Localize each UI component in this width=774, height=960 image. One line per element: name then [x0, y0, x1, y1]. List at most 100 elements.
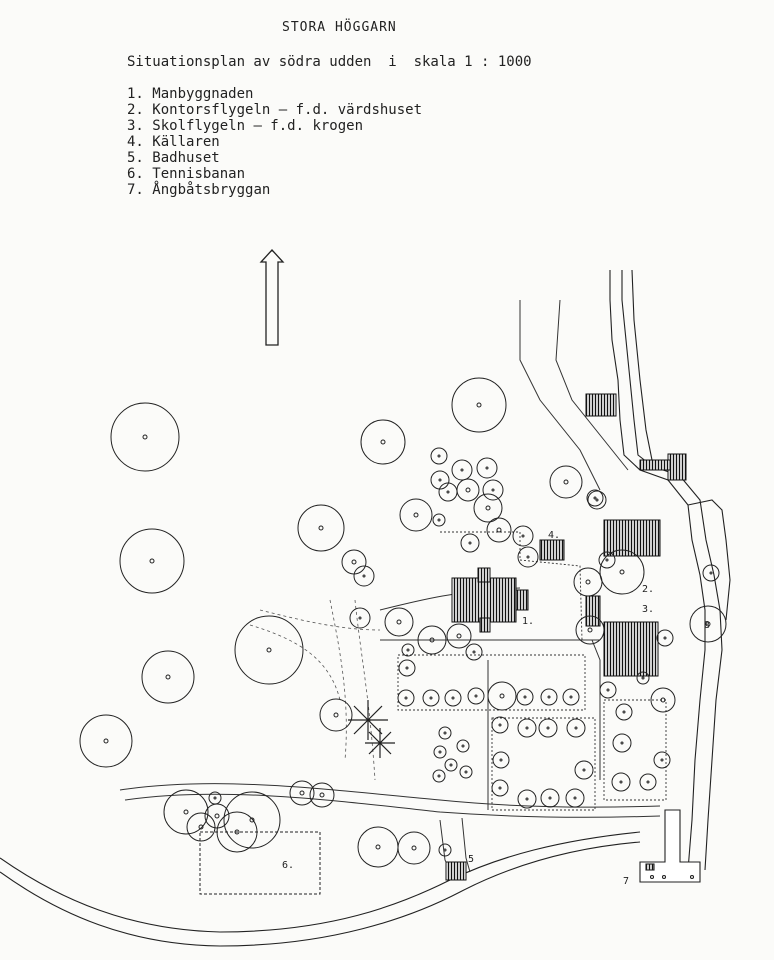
shoreline [609, 269, 731, 881]
tree [517, 546, 539, 568]
tree-trunk [438, 478, 442, 482]
tree [417, 625, 447, 655]
tree-trunk [149, 558, 155, 564]
tree [565, 788, 585, 808]
tree-trunk [663, 636, 667, 640]
tree-trunk [362, 574, 366, 578]
tree-trunk [476, 402, 482, 408]
tree-trunk [496, 527, 502, 533]
tree-trunk [333, 712, 339, 718]
tree [702, 564, 720, 582]
tree [612, 733, 632, 753]
tree [487, 681, 517, 711]
tree [639, 773, 657, 791]
tree [491, 716, 509, 734]
tree [341, 549, 367, 575]
tree-trunk [413, 512, 419, 518]
tree [598, 551, 616, 569]
legend-item: 7. Ångbåtsbryggan [127, 182, 271, 198]
tree [486, 517, 512, 543]
tree [451, 459, 473, 481]
tree [540, 688, 558, 706]
steamboat-jetty [639, 809, 701, 883]
tree-trunk [234, 829, 240, 835]
tree [636, 671, 650, 685]
tree-trunk [563, 479, 569, 485]
tree-trunk [456, 633, 462, 639]
tree [599, 681, 617, 699]
tree [492, 751, 510, 769]
tree [438, 726, 452, 740]
tree [186, 812, 216, 842]
tree-trunk [646, 780, 650, 784]
tree [401, 643, 415, 657]
tree [599, 549, 645, 595]
tree-trunk [465, 487, 471, 493]
tree-trunk [546, 726, 550, 730]
tree [438, 843, 452, 857]
legend-item: 6. Tennisbanan [127, 166, 246, 182]
tree [562, 688, 580, 706]
tree-trunk [198, 824, 204, 830]
plan-subtitle: Situationsplan av södra udden i skala 1 … [127, 54, 532, 70]
label-jetty: 7 [623, 876, 629, 887]
tree-trunk [498, 723, 502, 727]
tree [656, 629, 674, 647]
tree [397, 831, 431, 865]
tree-trunk [299, 790, 305, 796]
tree-trunk [620, 741, 624, 745]
tree-trunk [443, 848, 447, 852]
tree [79, 714, 133, 768]
tree-trunk [405, 666, 409, 670]
tree-trunk [443, 731, 447, 735]
tree-trunk [606, 688, 610, 692]
tree [444, 758, 458, 772]
tree [574, 760, 594, 780]
tree-trunk [460, 468, 464, 472]
conifer-trees [348, 700, 395, 758]
tree-trunk [358, 616, 362, 620]
tree [615, 703, 633, 721]
tree [433, 745, 447, 759]
label-tennis-court: 6. [282, 860, 294, 871]
tree-trunk [619, 569, 625, 575]
tree-trunk [468, 541, 472, 545]
tree-trunk [411, 845, 417, 851]
paths [119, 299, 661, 881]
tree [309, 782, 335, 808]
tree-trunk [449, 763, 453, 767]
tree [517, 718, 537, 738]
tree-trunk [214, 813, 220, 819]
tree-trunk [485, 505, 491, 511]
small-shed [585, 393, 687, 627]
tree [398, 659, 416, 677]
tree-trunk [595, 498, 599, 502]
cellar [539, 539, 565, 561]
tree [460, 533, 480, 553]
tree-trunk [472, 650, 476, 654]
tree [349, 607, 371, 629]
tree [399, 498, 433, 532]
legend-list: 1. Manbyggnaden 2. Kontorsflygeln – f.d.… [127, 86, 422, 198]
tree [141, 650, 195, 704]
tree-trunk [521, 534, 525, 538]
tree-trunk [474, 694, 478, 698]
tree-trunk [396, 619, 402, 625]
tree-trunk [446, 490, 450, 494]
tree [430, 447, 448, 465]
tree [491, 779, 509, 797]
tree [465, 643, 483, 661]
office-wing [603, 519, 661, 557]
tree-trunk [437, 774, 441, 778]
legend-item: 4. Källaren [127, 134, 220, 150]
dashed-paths [249, 599, 381, 781]
tree-trunk [709, 571, 713, 575]
tree [357, 826, 399, 868]
tree-group [79, 377, 727, 868]
tree-trunk [705, 621, 711, 627]
garden-fences [397, 531, 667, 811]
tree-trunk [605, 558, 609, 562]
tree-trunk [429, 637, 435, 643]
